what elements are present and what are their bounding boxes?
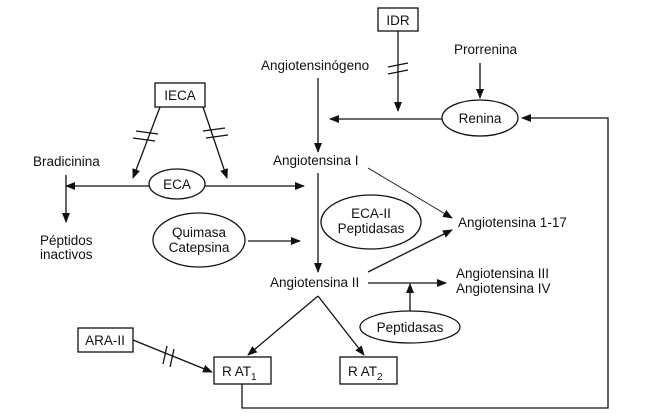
angiotensina-3-label: Angiotensina III xyxy=(456,266,549,281)
idr-block-mark-1 xyxy=(387,62,409,68)
peptidasas-2-label: Peptidasas xyxy=(377,320,444,335)
rat1-label: R AT1 xyxy=(222,364,257,383)
peptidos-label-line2: inactivos xyxy=(40,247,93,262)
angiotensina-1-to-1-17-arrow xyxy=(367,167,453,219)
ieca-left-arrow xyxy=(132,106,161,179)
angiotensina-2-to-1-17-arrow xyxy=(367,229,453,273)
prorrenina-label: Prorrenina xyxy=(454,42,518,57)
ara2-label: ARA-II xyxy=(85,333,125,348)
peptidos-label-line1: Péptidos xyxy=(40,233,93,248)
renina-ellipse xyxy=(441,99,519,137)
eca-ellipse xyxy=(148,168,206,200)
angiotensina-1-label: Angiotensina I xyxy=(273,153,359,168)
ieca-left-block-1 xyxy=(135,130,159,135)
ieca-right-block-1 xyxy=(202,127,226,132)
rat1-main: R AT xyxy=(222,364,251,379)
peptidasas-1-label: Peptidasas xyxy=(338,221,405,236)
rat2-main: R AT xyxy=(348,364,377,379)
ieca-label: IECA xyxy=(164,88,196,103)
angiotensina-4-label: Angiotensina IV xyxy=(456,281,551,296)
eca-label: ECA xyxy=(163,177,191,192)
rat1-sub: 1 xyxy=(251,372,257,383)
rat2-box xyxy=(339,356,398,385)
ieca-right-block-2 xyxy=(205,134,229,139)
rat1-box xyxy=(213,356,272,385)
ieca-left-block-2 xyxy=(132,137,156,142)
catepsina-label: Catepsina xyxy=(169,240,230,255)
quimasa-ellipse xyxy=(152,212,246,268)
ara2-block-1 xyxy=(162,345,168,365)
angiotensina-2-to-rat1-arrow xyxy=(247,295,319,356)
ieca-right-arrow xyxy=(202,106,228,179)
rat2-label: R AT2 xyxy=(348,364,383,383)
feedback-loop-arrow xyxy=(241,114,609,409)
ara2-box xyxy=(77,327,134,353)
renina-label: Renina xyxy=(459,111,502,126)
angiotensina-1-17-label: Angiotensina 1-17 xyxy=(458,215,567,230)
angiotensinogeno-label: Angiotensinógeno xyxy=(261,58,369,73)
eca2-ellipse xyxy=(320,194,422,250)
ieca-box xyxy=(154,82,206,108)
eca2-label: ECA-II xyxy=(351,206,391,221)
idr-block-mark-2 xyxy=(387,69,409,75)
idr-label: IDR xyxy=(386,13,410,28)
ara2-block-2 xyxy=(169,348,175,368)
quimasa-label: Quimasa xyxy=(172,225,227,240)
rat2-sub: 2 xyxy=(377,372,383,383)
bradicinina-label: Bradicinina xyxy=(33,154,100,169)
angiotensina-2-label: Angiotensina II xyxy=(270,275,359,290)
angiotensina-2-to-rat2-arrow xyxy=(317,295,365,356)
